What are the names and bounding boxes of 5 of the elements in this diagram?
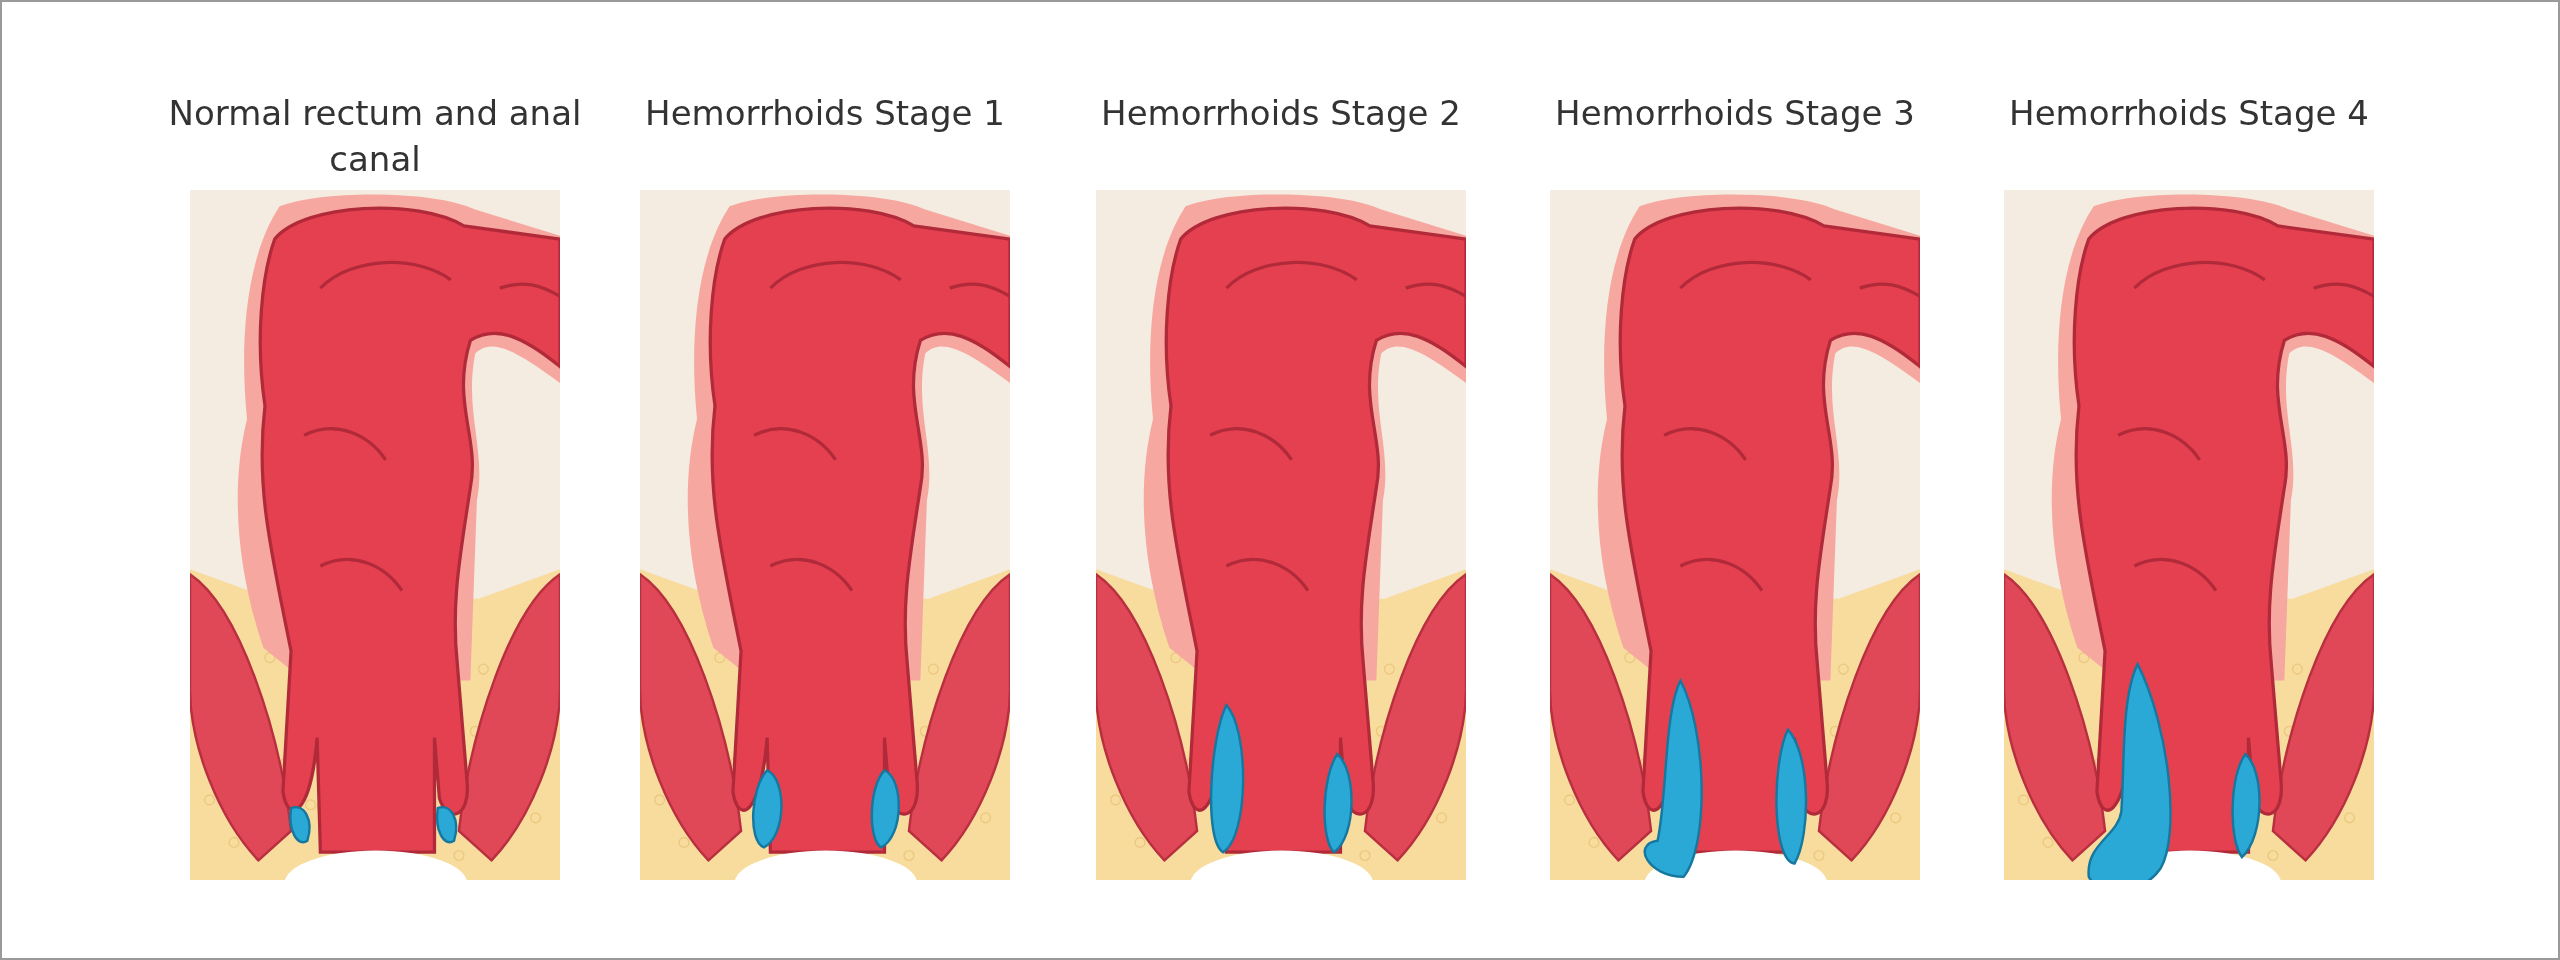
- panel-title: Hemorrhoids Stage 4: [2008, 92, 2370, 135]
- panel-title: Normal rectum and anal canal: [167, 92, 583, 181]
- panel-title: Hemorrhoids Stage 1: [644, 92, 1006, 135]
- panel-title: Hemorrhoids Stage 3: [1554, 92, 1916, 135]
- panel-title: Hemorrhoids Stage 2: [1100, 92, 1462, 135]
